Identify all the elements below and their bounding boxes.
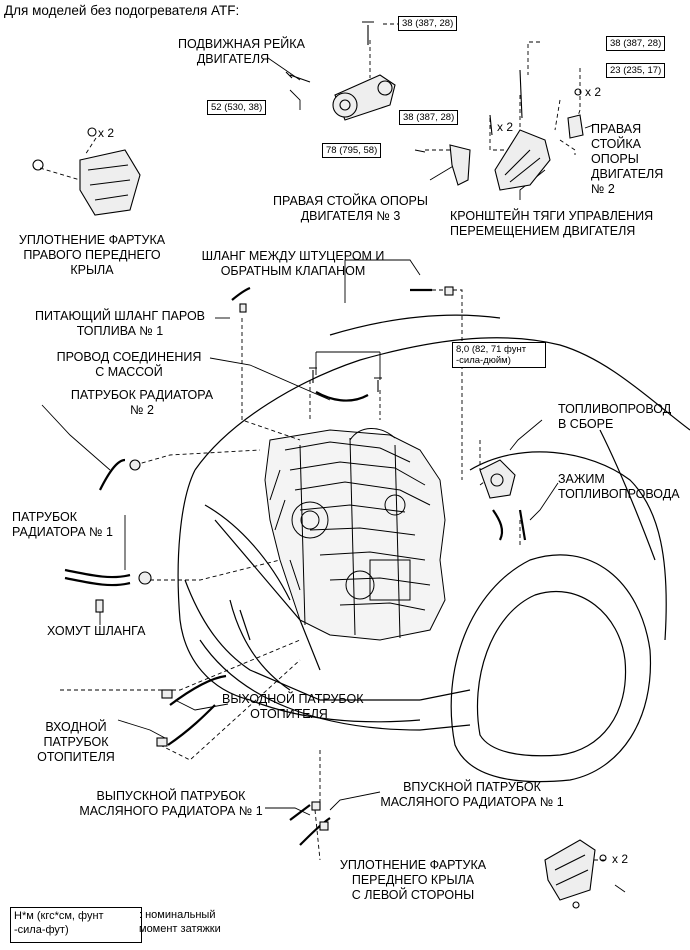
label-fuel-vapor-hose: ПИТАЮЩИЙ ШЛАНГ ПАРОВ ТОПЛИВА № 1	[34, 309, 206, 338]
page-title: Для моделей без подогревателя ATF:	[4, 3, 240, 18]
label-left-fender-seal: УПЛОТНЕНИЕ ФАРТУКА ПЕРЕДНЕГО КРЫЛА С ЛЕВ…	[339, 858, 487, 902]
legend-torque-box: Н*м (кгс*см, фунт -сила-фут)	[10, 907, 142, 943]
legend-torque-text: : номинальный момент затяжки	[139, 909, 221, 935]
left-fender-seal-part	[544, 839, 607, 909]
label-right-mount-3: ПРАВАЯ СТОЙКА ОПОРЫ ДВИГАТЕЛЯ № 3	[273, 194, 428, 223]
hose-parts	[64, 286, 527, 846]
multiplier-fender-right: x 2	[98, 126, 115, 140]
label-oil-cooler-inlet: ВПУСКНОЙ ПАТРУБОК МАСЛЯНОГО РАДИАТОРА № …	[380, 780, 564, 809]
torque-spec-52: 52 (530, 38)	[207, 100, 267, 115]
right-mount-3-part	[414, 144, 471, 186]
right-mount-2-part	[567, 88, 584, 139]
label-ground-wire: ПРОВОД СОЕДИНЕНИЯ С МАССОЙ	[56, 350, 202, 379]
label-vapor-hose-union: ШЛАНГ МЕЖДУ ШТУЦЕРОМ И ОБРАТНЫМ КЛАПАНОМ	[201, 249, 385, 278]
fuel-tube-part	[479, 459, 516, 499]
label-radiator-hose-1: ПАТРУБОК РАДИАТОРА № 1	[12, 510, 114, 539]
clamp-parts	[95, 286, 454, 831]
torque-spec-mid-38: 38 (387, 28)	[399, 110, 459, 125]
torque-spec-right-38: 38 (387, 28)	[606, 36, 666, 51]
label-heater-outlet: ВЫХОДНОЙ ПАТРУБОК ОТОПИТЕЛЯ	[222, 692, 364, 721]
multiplier-fender-left: x 2	[612, 852, 629, 866]
control-bracket-part	[489, 69, 551, 191]
label-movable-bar: ПОДВИЖНАЯ РЕЙКА ДВИГАТЕЛЯ	[178, 37, 305, 66]
label-fuel-tube-clamp: ЗАЖИМ ТОПЛИВОПРОВОДА	[558, 472, 680, 501]
engine-assembly	[264, 428, 446, 641]
label-oil-cooler-outlet: ВЫПУСКНОЙ ПАТРУБОК МАСЛЯНОГО РАДИАТОРА №…	[79, 789, 263, 818]
label-right-fender-seal: УПЛОТНЕНИЕ ФАРТУКА ПРАВОГО ПЕРЕДНЕГО КРЫ…	[18, 233, 166, 277]
torque-spec-top: 38 (387, 28)	[398, 16, 458, 31]
label-hose-clamp: ХОМУТ ШЛАНГА	[47, 624, 146, 638]
label-fuel-tube: ТОПЛИВОПРОВОД В СБОРЕ	[558, 402, 672, 431]
engine-moving-control-rod-part	[285, 21, 396, 121]
torque-spec-8: 8,0 (82, 71 фунт -сила-дюйм)	[452, 342, 546, 368]
multiplier-23: x 2	[585, 85, 602, 99]
vehicle-body-outline	[177, 314, 690, 783]
torque-spec-78: 78 (795, 58)	[322, 143, 382, 158]
right-fender-seal-part	[32, 127, 141, 216]
ground-wire-bolts	[309, 367, 382, 392]
label-control-bracket: КРОНШТЕЙН ТЯГИ УПРАВЛЕНИЯ ПЕРЕМЕЩЕНИЕМ Д…	[450, 209, 654, 238]
label-radiator-hose-2: ПАТРУБОК РАДИАТОРА № 2	[70, 388, 214, 417]
multiplier-mid-38: x 2	[497, 120, 514, 134]
label-heater-inlet: ВХОДНОЙ ПАТРУБОК ОТОПИТЕЛЯ	[37, 720, 115, 764]
torque-spec-23: 23 (235, 17)	[606, 63, 666, 78]
label-right-mount-2: ПРАВАЯ СТОЙКА ОПОРЫ ДВИГАТЕЛЯ № 2	[591, 122, 664, 196]
